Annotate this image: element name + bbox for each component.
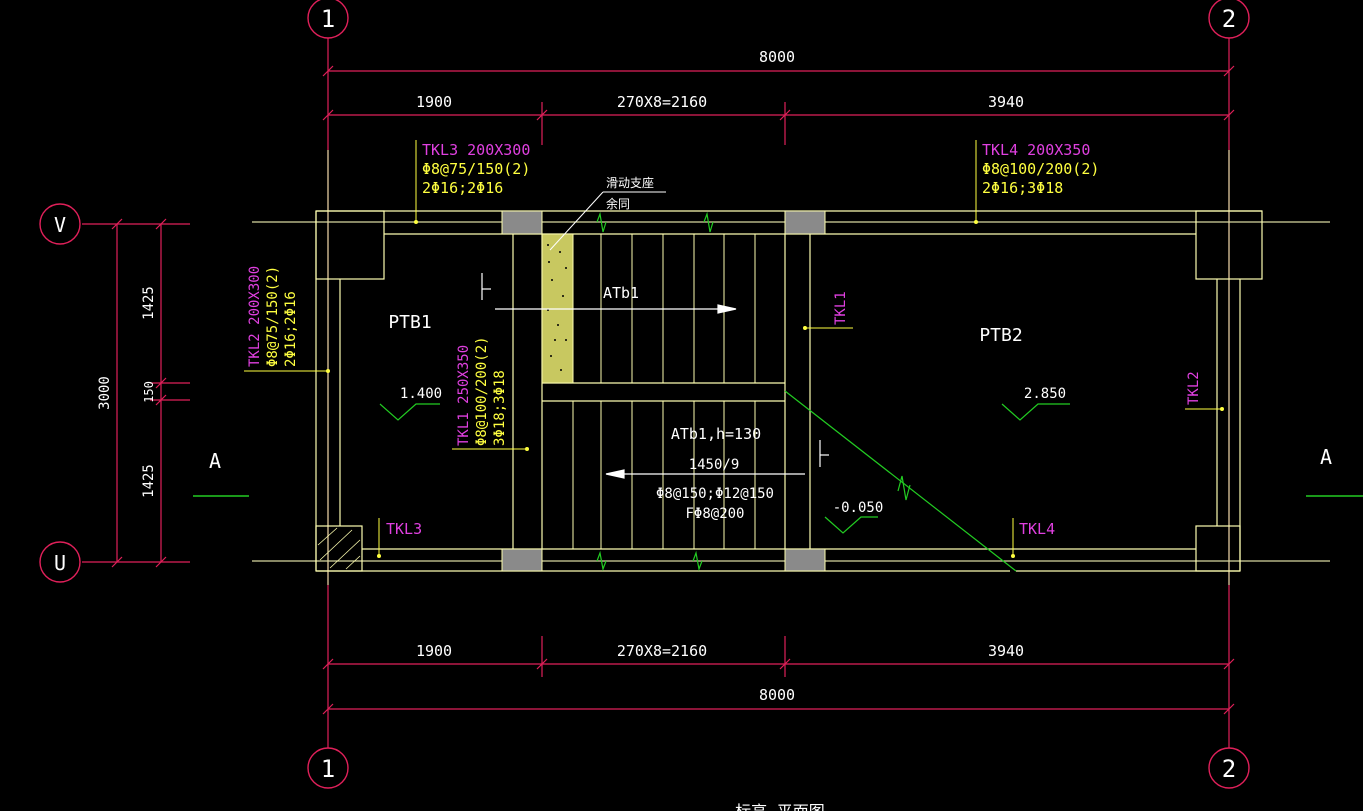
- slide-note-line2: 余同: [606, 196, 630, 211]
- axis-bubble-top-1: 1: [307, 0, 349, 39]
- top-dimensions: [322, 65, 1235, 145]
- tkl3-top-stirrup: Φ8@75/150(2): [422, 160, 530, 178]
- tkl2-left-dot: [326, 369, 330, 373]
- tkl3-top-name: TKL3 200X300: [422, 141, 530, 159]
- dim-bottom-seg1: 1900: [416, 642, 452, 660]
- axis-label-bottom-1: 1: [321, 755, 335, 783]
- stair-lower-dims: 1450/9: [689, 457, 740, 473]
- tkl2-left-bars: 2Φ16;2Φ16: [283, 291, 299, 367]
- level-left: 1.400: [400, 386, 442, 402]
- tkl3-bottom-dot: [377, 554, 381, 558]
- dim-bottom-total: 8000: [759, 686, 795, 704]
- tkl1-mid-bars: 3Φ18;3Φ18: [492, 370, 508, 446]
- dim-top-seg2: 270X8=2160: [617, 93, 707, 111]
- axis-bubble-left-v: V: [39, 203, 81, 245]
- tkl3-top-bars: 2Φ16;2Φ16: [422, 179, 503, 197]
- section-mark-left: A: [209, 449, 221, 473]
- tkl1-right-label: TKL1: [833, 291, 849, 325]
- sliding-support-dots: [547, 244, 567, 371]
- left-dimensions: [111, 218, 190, 568]
- tkl3-bottom-label: TKL3: [386, 520, 422, 538]
- dim-bottom-seg3: 3940: [988, 642, 1024, 660]
- slide-note-leader: [549, 191, 666, 251]
- tkl4-top-stirrup: Φ8@100/200(2): [982, 160, 1099, 178]
- tkl4-bottom-dot: [1011, 554, 1015, 558]
- axis-label-top-2: 2: [1222, 5, 1236, 33]
- tkl4-top-dot: [974, 220, 978, 224]
- axis-bubble-top-2: 2: [1208, 0, 1250, 39]
- axis-label-u: U: [54, 551, 66, 575]
- axis-bubble-bottom-1: 1: [307, 747, 349, 789]
- tkl1-mid-stirrup: Φ8@100/200(2): [474, 336, 490, 446]
- tkl3-top-dot: [414, 220, 418, 224]
- stair-lower-rebar: Φ8@150;Φ12@150: [656, 486, 774, 502]
- stair-lower-dist: FΦ8@200: [685, 506, 744, 522]
- stair-upper-label: ATb1: [603, 284, 639, 302]
- dim-bottom-seg2: 270X8=2160: [617, 642, 707, 660]
- bottom-dimensions: [322, 636, 1235, 715]
- dim-left-total: 3000: [97, 376, 113, 410]
- dim-top-total: 8000: [759, 48, 795, 66]
- tkl2-right-label: TKL2: [1186, 371, 1202, 405]
- dim-left-seg2: 150: [142, 381, 156, 403]
- dim-left-seg3: 1425: [141, 464, 157, 498]
- level-marker-right: [1001, 403, 1070, 421]
- axis-label-v: V: [54, 213, 66, 237]
- tkl4-top-bars: 2Φ16;3Φ18: [982, 179, 1063, 197]
- level-marker-bottom: [824, 516, 878, 534]
- break-marks: [596, 211, 911, 572]
- axis-bubble-left-u: U: [39, 541, 81, 583]
- section-mark-right: A: [1320, 445, 1332, 469]
- stair-arrows: [481, 273, 829, 479]
- tkl1-mid-dot: [525, 447, 529, 451]
- dim-top-seg3: 3940: [988, 93, 1024, 111]
- tkl1-right-dot: [803, 326, 807, 330]
- columns: [501, 210, 826, 572]
- tkl2-left-name: TKL2 200X300: [247, 266, 263, 367]
- tkl2-left-stirrup: Φ8@75/150(2): [265, 266, 281, 367]
- level-right: 2.850: [1024, 386, 1066, 402]
- footer-title: 标高 平面图: [735, 802, 825, 811]
- axis-bubble-bottom-2: 2: [1208, 747, 1250, 789]
- tkl4-bottom-label: TKL4: [1019, 520, 1055, 538]
- stair-lower-label: ATb1,h=130: [671, 425, 761, 443]
- slab-ptb2: PTB2: [979, 325, 1022, 346]
- slab-ptb1: PTB1: [388, 312, 431, 333]
- corner-column-hatch: [317, 527, 361, 570]
- level-bottom: -0.050: [833, 500, 884, 516]
- dim-top-seg1: 1900: [416, 93, 452, 111]
- tkl2-right-dot: [1220, 407, 1224, 411]
- axis-label-top-1: 1: [321, 5, 335, 33]
- level-marker-left: [379, 403, 440, 421]
- axis-label-bottom-2: 2: [1222, 755, 1236, 783]
- tkl1-mid-name: TKL1 250X350: [456, 345, 472, 446]
- tkl4-top-name: TKL4 200X350: [982, 141, 1090, 159]
- dim-left-seg1: 1425: [141, 286, 157, 320]
- slide-note-line1: 滑动支座: [606, 175, 654, 190]
- stair-treads-lower: [572, 401, 756, 549]
